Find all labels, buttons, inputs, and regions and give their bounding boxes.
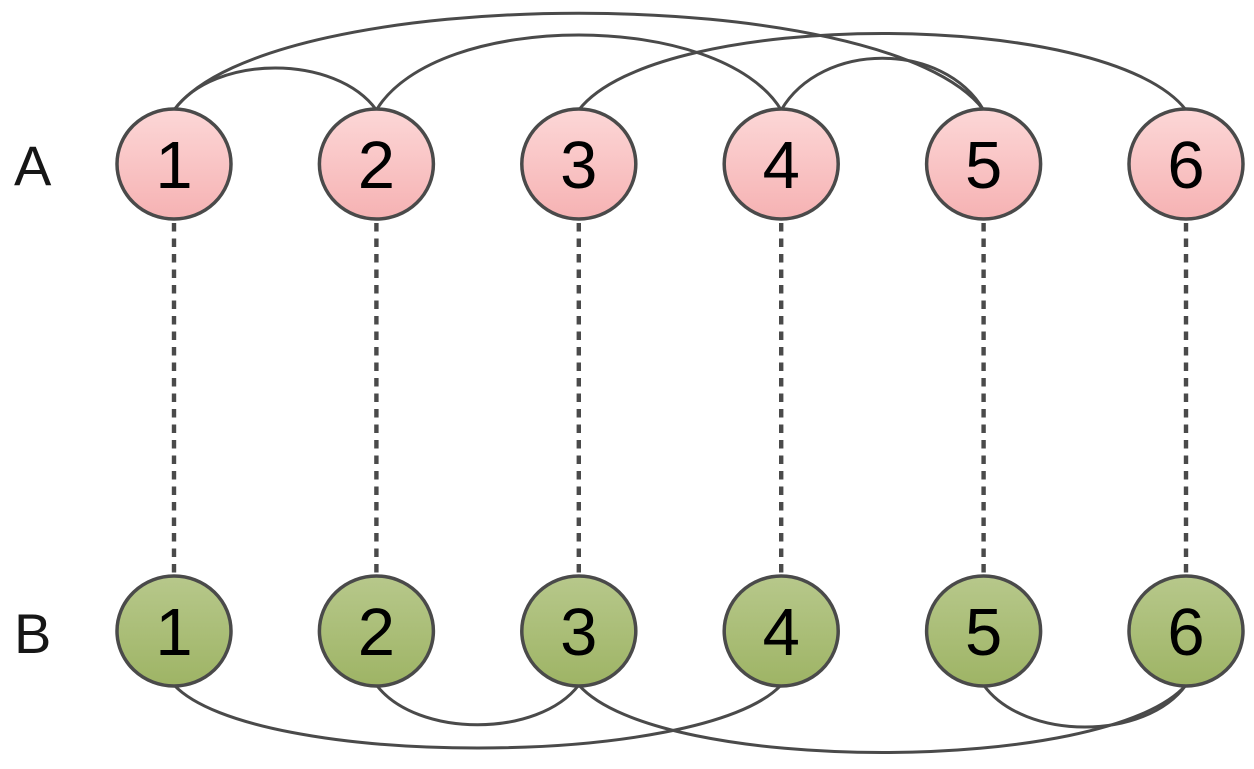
node-b-2-label: 2 (358, 595, 395, 670)
row-label-a: A (14, 134, 52, 197)
arc-a1-a2 (172, 66, 378, 112)
arc-a4-a5 (779, 56, 986, 112)
arc-b1-b4 (172, 683, 783, 750)
arc-b2-b3 (374, 683, 581, 727)
arc-b3-b6 (577, 683, 1188, 754)
node-b-3 (520, 574, 638, 688)
arc-a3-a6 (577, 32, 1188, 112)
node-b-5 (924, 574, 1043, 688)
arc-b5-b6 (982, 683, 1188, 729)
node-b-6-label: 6 (1167, 595, 1204, 670)
node-a-1-label: 1 (155, 128, 192, 203)
node-a-6-label: 6 (1167, 128, 1204, 203)
arc-a2-a4 (374, 33, 783, 112)
node-a-5 (924, 107, 1043, 221)
node-a-5-label: 5 (965, 128, 1002, 203)
node-b-4-label: 4 (763, 595, 800, 670)
node-a-4-label: 4 (763, 128, 800, 203)
arc-a1-a5 (172, 11, 986, 112)
node-b-5-label: 5 (965, 595, 1002, 670)
node-a-4 (722, 107, 840, 221)
node-b-3-label: 3 (560, 595, 597, 670)
node-a-2-label: 2 (358, 128, 395, 203)
node-b-1 (115, 574, 233, 688)
node-a-3 (520, 107, 638, 221)
node-b-6 (1127, 574, 1245, 688)
node-a-3-label: 3 (560, 128, 597, 203)
node-a-6 (1127, 107, 1245, 221)
node-b-2 (317, 574, 436, 688)
node-a-1 (115, 107, 233, 221)
node-b-4 (722, 574, 840, 688)
row-label-b: B (14, 602, 52, 665)
node-b-1-label: 1 (155, 595, 192, 670)
node-a-2 (317, 107, 436, 221)
